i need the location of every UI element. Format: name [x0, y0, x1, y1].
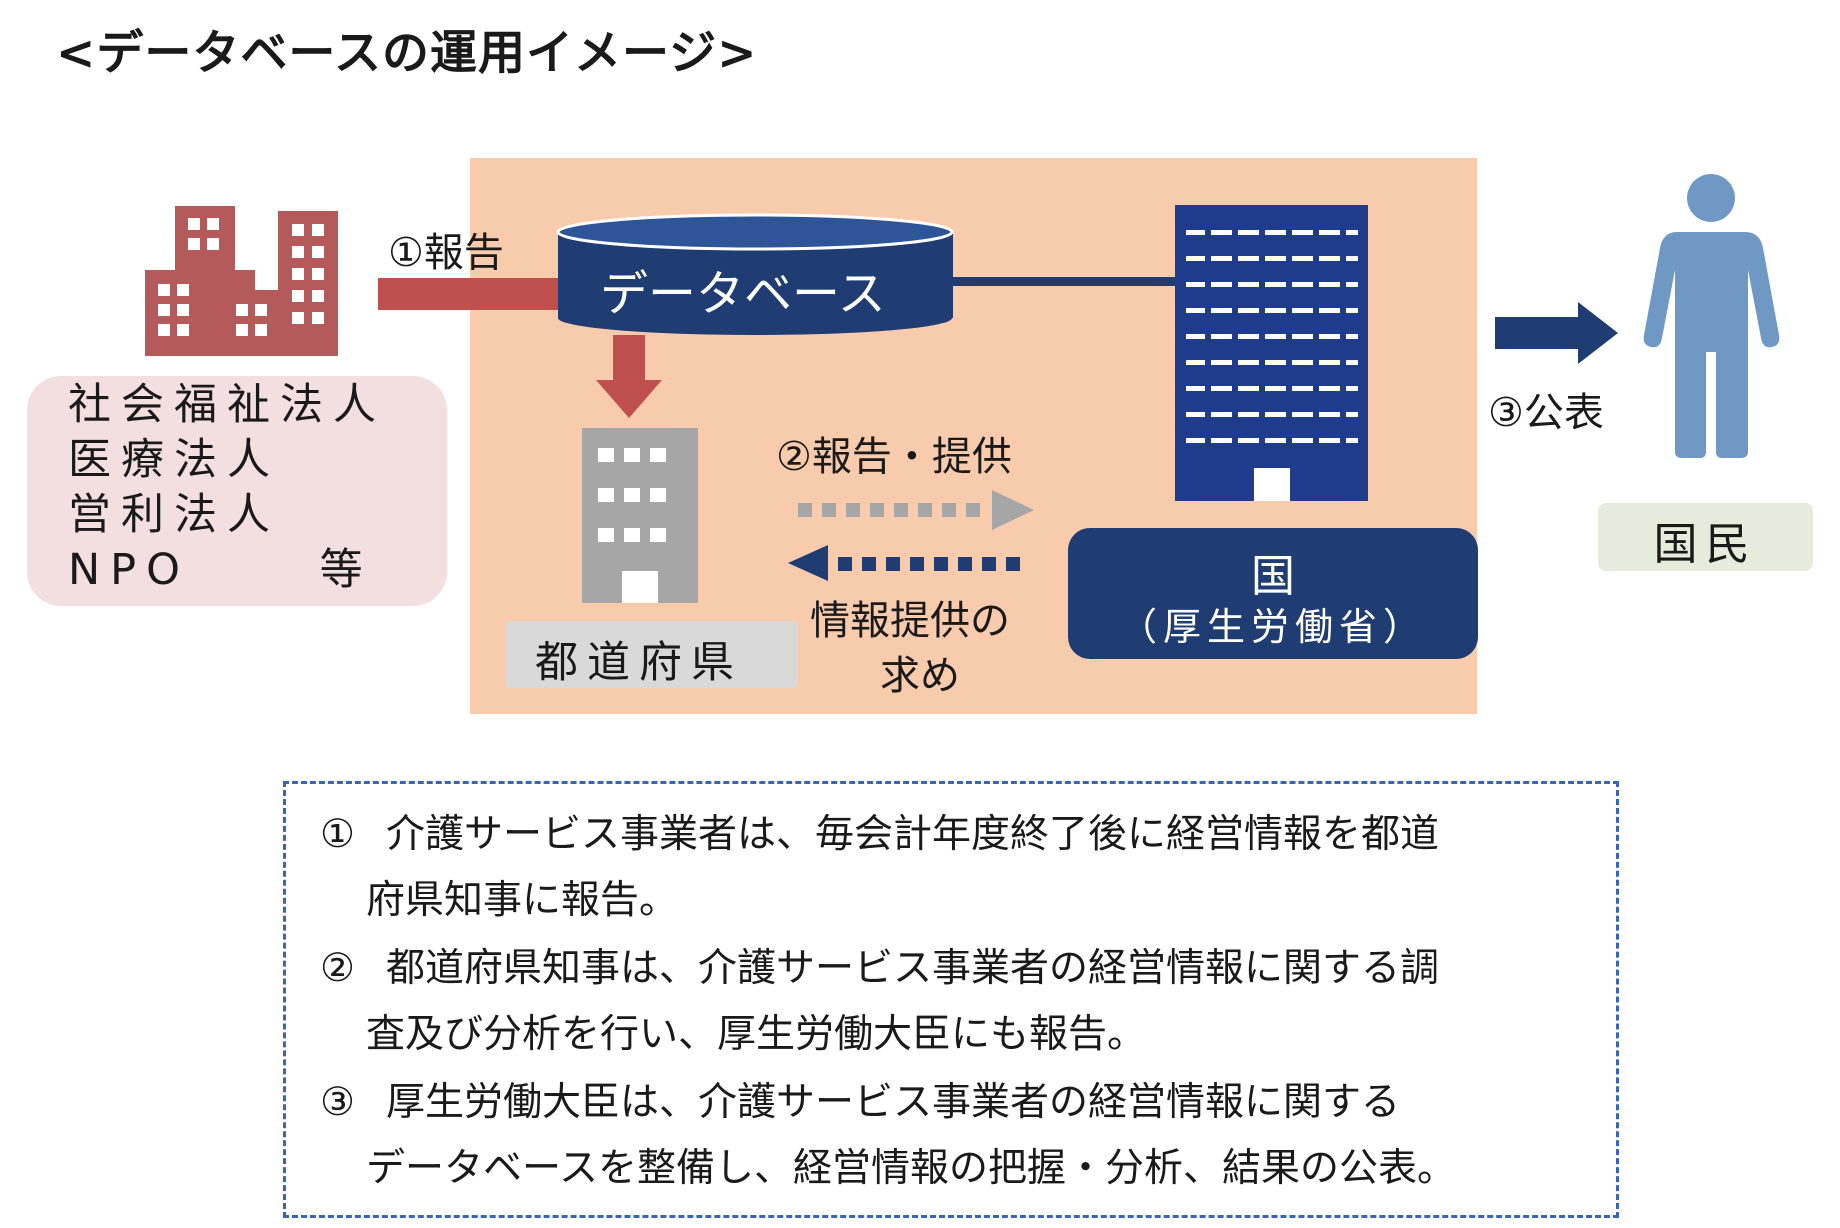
- report-arrow-bar: [378, 278, 558, 310]
- info-request-label-line1: 情報提供の: [810, 598, 1010, 644]
- ministry-building-icon: [1175, 205, 1368, 501]
- note-item: ② 都道府県知事は、介護サービス事業者の経営情報に関する調 査及び分析を行い、厚生…: [320, 936, 1439, 1068]
- corporation-item: 医療法人: [68, 435, 280, 485]
- corporation-item: 営利法人: [68, 490, 280, 540]
- corporations-box: [27, 376, 447, 606]
- info-request-arrow-icon: [788, 545, 1020, 581]
- note-text-line2: データベースを整備し、経営情報の把握・分析、結果の公表。: [366, 1146, 1457, 1191]
- report-provide-arrow-icon: [798, 490, 1034, 530]
- person-icon: [1643, 174, 1780, 458]
- citizen-label: 国民: [1653, 519, 1758, 570]
- corporation-buildings-icon: [145, 206, 338, 356]
- note-text-line2: 査及び分析を行い、厚生労働大臣にも報告。: [366, 1012, 1147, 1057]
- prefecture-building-icon: [582, 428, 698, 603]
- step2-report-provide-label: ②報告・提供: [776, 434, 1012, 480]
- corporation-item: 社会福祉法人: [68, 380, 386, 430]
- step1-report-label: ①報告: [388, 230, 504, 276]
- note-number: ①: [320, 812, 355, 857]
- database-cylinder-icon: [556, 213, 954, 335]
- note-text-line1: 介護サービス事業者は、毎会計年度終了後に経営情報を都道: [386, 812, 1440, 857]
- database-label: データベース: [600, 266, 886, 322]
- note-item: ③ 厚生労働大臣は、介護サービス事業者の経営情報に関する データベースを整備し、経…: [320, 1070, 1456, 1202]
- corporation-item: NPO 等: [68, 545, 373, 595]
- prefecture-label: 都道府県: [535, 638, 743, 688]
- note-text-line2: 府県知事に報告。: [366, 878, 679, 923]
- step3-publish-label: ③公表: [1488, 390, 1604, 436]
- db-ministry-connector: [950, 277, 1175, 286]
- ministry-label: （厚生労働省）: [1118, 605, 1427, 649]
- info-request-label-line2: 求め: [880, 653, 960, 699]
- note-number: ②: [320, 946, 355, 991]
- publish-arrow-icon: [1495, 302, 1618, 364]
- citizen-box: [1598, 503, 1813, 571]
- down-arrow-icon: [596, 335, 662, 418]
- national-government-box: [1068, 528, 1478, 659]
- note-number: ③: [320, 1080, 355, 1125]
- prefecture-box: [505, 621, 798, 688]
- note-text-line1: 都道府県知事は、介護サービス事業者の経営情報に関する調: [386, 946, 1440, 991]
- note-item: ① 介護サービス事業者は、毎会計年度終了後に経営情報を都道 府県知事に報告。: [320, 802, 1439, 934]
- national-government-label: 国: [1251, 551, 1295, 602]
- page-title: <データベースの運用イメージ>: [56, 26, 758, 81]
- note-text-line1: 厚生労働大臣は、介護サービス事業者の経営情報に関する: [386, 1080, 1401, 1125]
- corporations-list: 社会福祉法人 医療法人 営利法人 NPO 等: [68, 378, 386, 598]
